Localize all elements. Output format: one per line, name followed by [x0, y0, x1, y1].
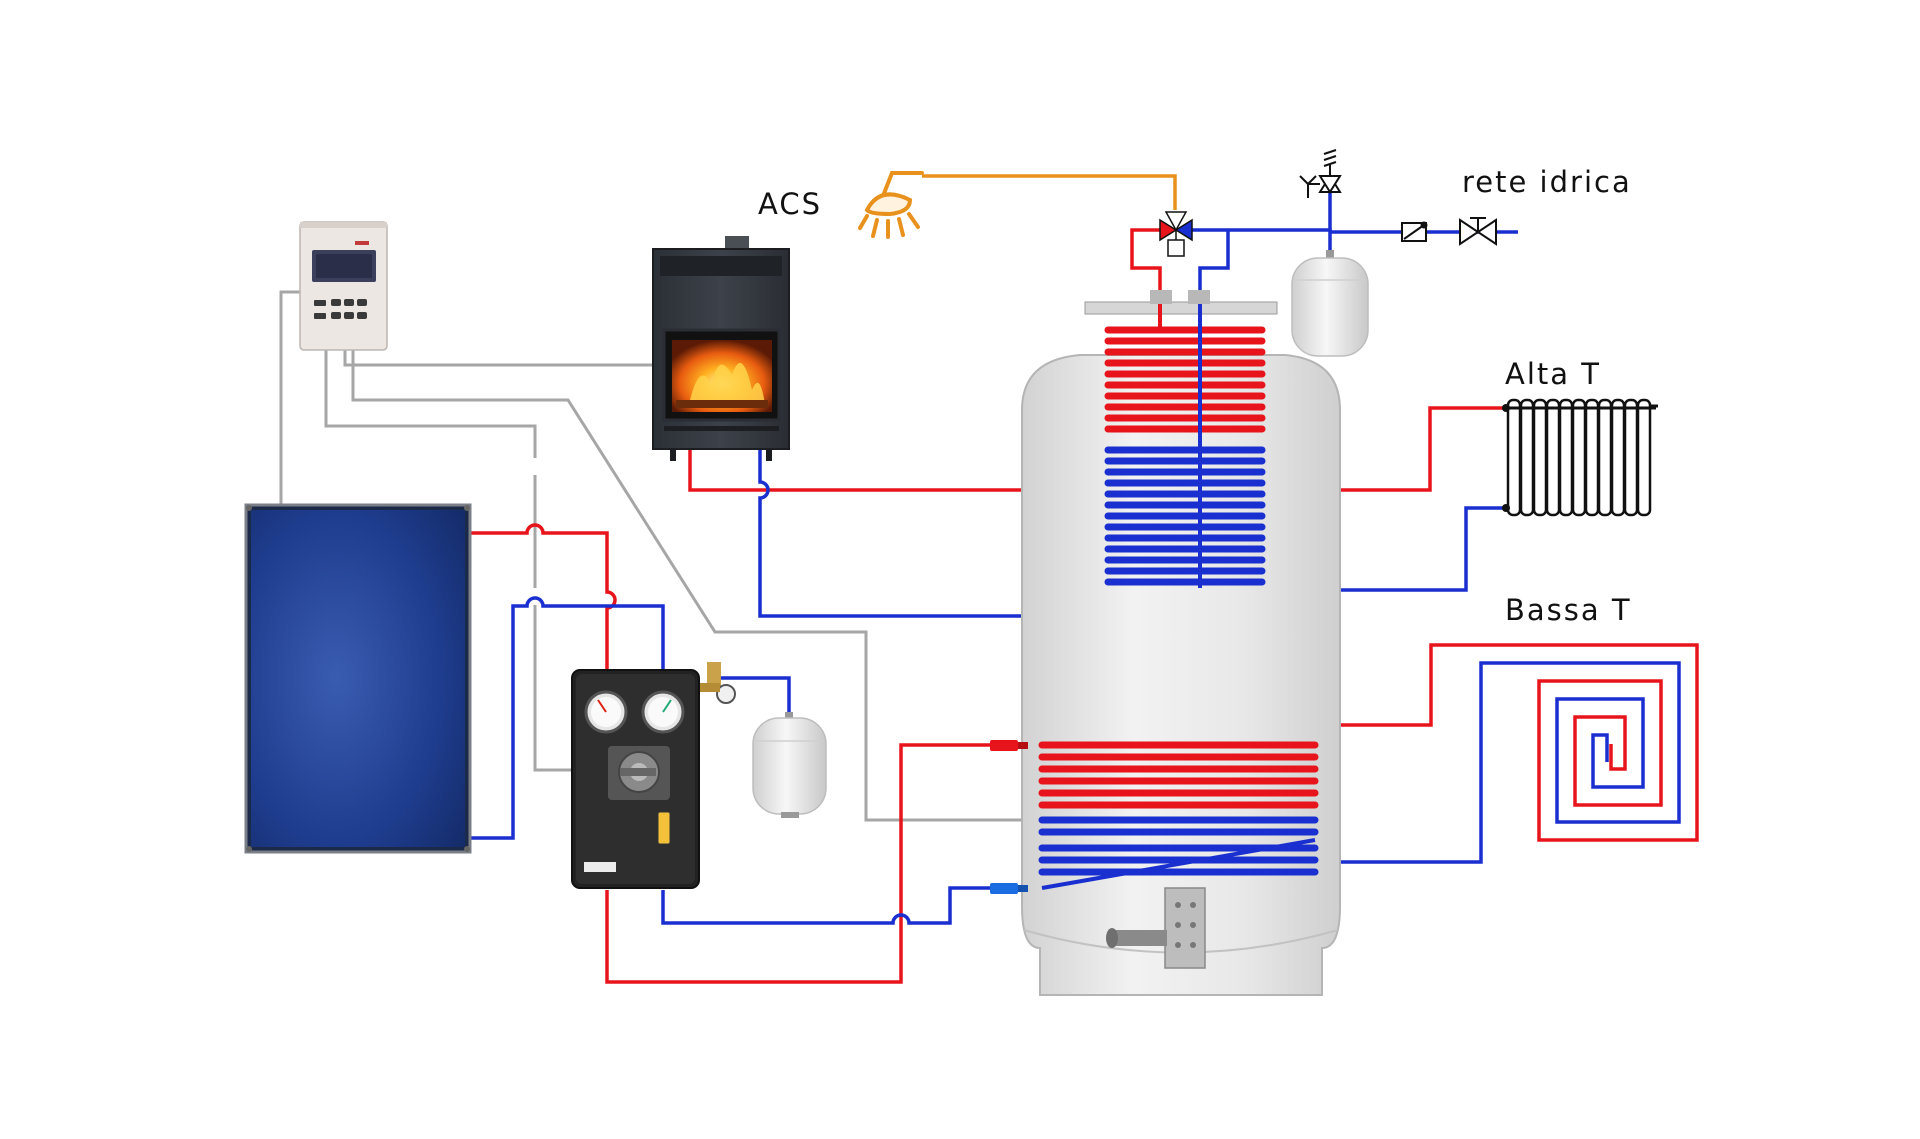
- safety-valve: [1299, 149, 1342, 198]
- storage-tank: [990, 290, 1341, 996]
- upper-coil-cold: [1104, 446, 1266, 586]
- shutoff-valve: [1459, 217, 1497, 246]
- mixing-valve: [1159, 211, 1193, 257]
- lower-coil-cold: [1038, 816, 1319, 876]
- safety-group: [700, 662, 736, 704]
- wood-stove: [652, 236, 790, 461]
- heating-pipes: [1340, 406, 1699, 864]
- pump-station: [571, 669, 700, 889]
- expansion-vessel-sanitary: [1291, 250, 1369, 357]
- expansion-vessel-solar: [752, 712, 827, 818]
- solar-collector: [244, 503, 472, 854]
- sanitary-pipes: [922, 174, 1518, 300]
- label-bassa-t: Bassa T: [1505, 593, 1632, 627]
- lower-coil-hot: [1038, 741, 1319, 809]
- solar-pipes: [470, 523, 990, 984]
- label-rete-idrica: rete idrica: [1462, 165, 1632, 199]
- label-acs: ACS: [758, 187, 822, 221]
- radiator: [1502, 398, 1658, 517]
- shower-head: [858, 171, 924, 239]
- solar-controller: [299, 221, 388, 351]
- upper-coil-hot: [1104, 326, 1266, 433]
- label-alta-t: Alta T: [1505, 357, 1601, 391]
- stove-pipes: [688, 450, 1022, 618]
- check-valve: [1401, 221, 1428, 242]
